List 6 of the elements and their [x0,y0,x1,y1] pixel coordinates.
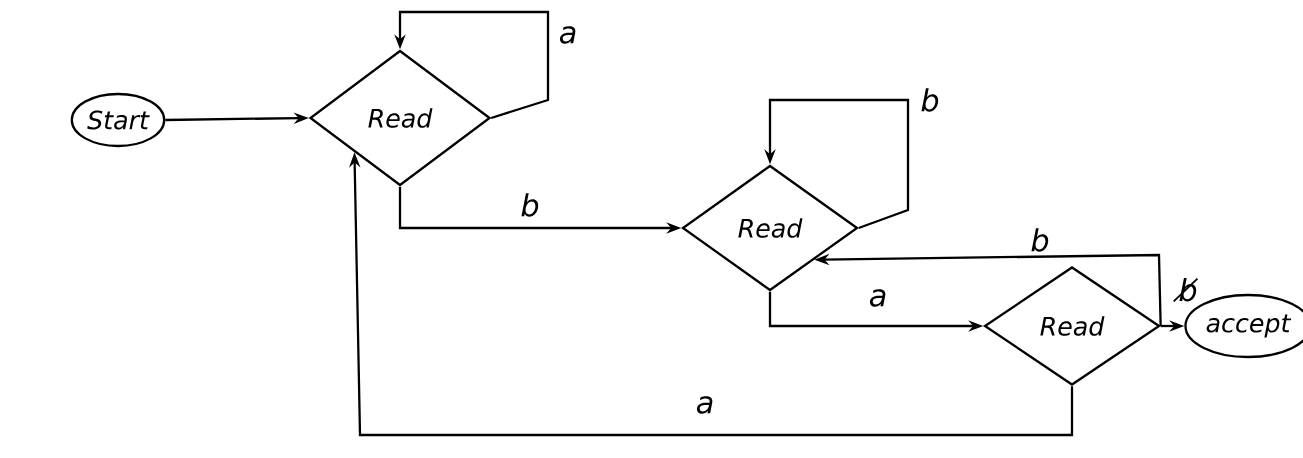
edge-label: b [918,86,942,114]
edge-label: b [1028,226,1052,254]
edge-label: b [518,191,542,219]
edge-label: a [556,24,580,46]
edge-label: a [866,287,890,309]
edge-label: a [693,394,717,416]
